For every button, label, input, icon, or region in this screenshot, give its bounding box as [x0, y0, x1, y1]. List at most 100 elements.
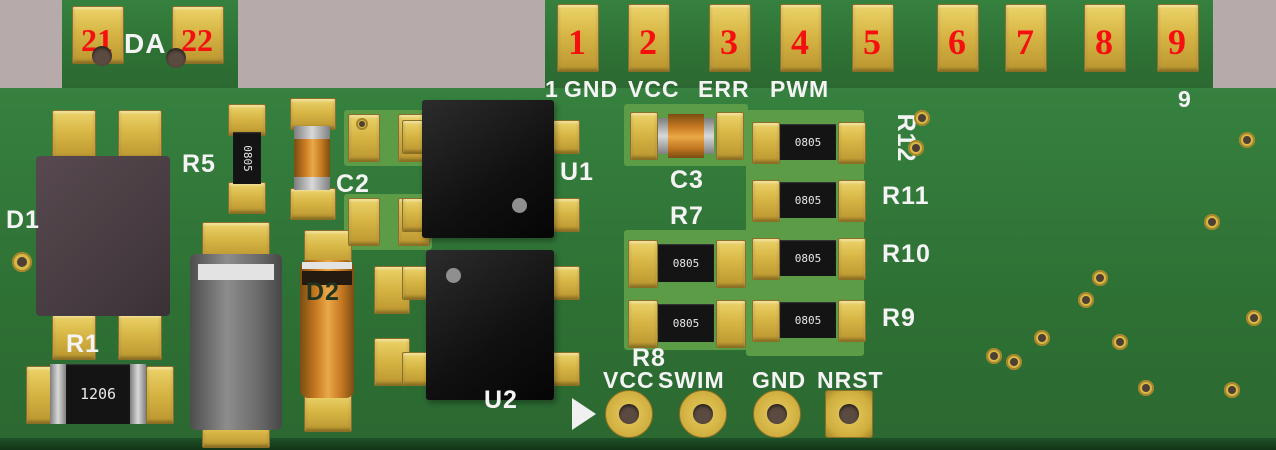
- via: [1224, 382, 1240, 398]
- ic-u1-body: [422, 100, 554, 238]
- ref-r9: R9: [882, 304, 916, 332]
- diode-d1-body: [36, 156, 170, 316]
- c2-pad: [290, 98, 336, 130]
- pad-2-number: 2: [639, 22, 657, 62]
- u2-pin1-dot: [446, 268, 461, 283]
- via: [1204, 214, 1220, 230]
- swim-label-vcc: VCC: [603, 367, 655, 393]
- d1-pad: [118, 110, 162, 160]
- r10-pad: [838, 238, 866, 280]
- swim-label-nrst: NRST: [817, 367, 884, 393]
- via: [1246, 310, 1262, 326]
- drill-hole: [166, 48, 186, 68]
- pad-5: [852, 4, 894, 72]
- resistor-r11-body: 0805: [780, 182, 836, 218]
- silk-pin9: 9: [1178, 86, 1192, 112]
- via: [1138, 380, 1154, 396]
- via: [908, 140, 924, 156]
- pad-9: [1157, 4, 1199, 72]
- drill-hole: [767, 404, 787, 424]
- via: [1092, 270, 1108, 286]
- r8-pad: [716, 300, 746, 348]
- resistor-r9-body: 0805: [780, 302, 836, 338]
- via: [1006, 354, 1022, 370]
- d2-stripe: [302, 262, 352, 269]
- r8-pad: [628, 300, 658, 348]
- r1-pad: [26, 366, 54, 424]
- d2-pad: [304, 394, 352, 432]
- bare-pad: [348, 198, 380, 246]
- pad-7-number: 7: [1016, 22, 1034, 62]
- swim-label-swim: SWIM: [658, 367, 725, 393]
- r1-pad: [146, 366, 174, 424]
- board-bottom-edge: [0, 438, 1276, 450]
- drill-hole: [92, 46, 112, 66]
- resistor-r1-body: 1206: [66, 364, 130, 424]
- via: [1112, 334, 1128, 350]
- pad-1: [557, 4, 599, 72]
- drill-hole: [839, 404, 859, 424]
- pad-6: [937, 4, 979, 72]
- via: [986, 348, 1002, 364]
- r12-marking: 0805: [794, 135, 822, 149]
- r8-marking: 0805: [672, 316, 700, 330]
- ref-r8: R8: [632, 344, 666, 372]
- pad-5-number: 5: [863, 22, 881, 62]
- r9-pad: [838, 300, 866, 342]
- r12-pad: [752, 122, 780, 164]
- drill-hole: [619, 404, 639, 424]
- resistor-r7-body: 0805: [658, 244, 714, 282]
- pad-4: [780, 4, 822, 72]
- silk-err: ERR: [698, 76, 750, 102]
- pad-7: [1005, 4, 1047, 72]
- silk-gnd: GND: [564, 76, 619, 102]
- u1-pad: [550, 198, 580, 232]
- r11-marking: 0805: [794, 193, 822, 207]
- pad-6-number: 6: [948, 22, 966, 62]
- c2-pad: [290, 188, 336, 220]
- swim-pad-vcc: [605, 390, 653, 438]
- c3-pad: [716, 112, 744, 160]
- ref-u1: U1: [560, 158, 594, 186]
- tab-label: DA: [124, 28, 167, 59]
- r11-pad: [838, 180, 866, 222]
- via: [12, 252, 32, 272]
- pad-22-number: 22: [181, 21, 213, 58]
- pad-3-number: 3: [720, 22, 738, 62]
- r10-pad: [752, 238, 780, 280]
- ref-r5: R5: [182, 150, 216, 178]
- ref-c3: C3: [670, 166, 704, 194]
- r9-pad: [752, 300, 780, 342]
- d1-pad: [52, 110, 96, 160]
- r1-endcap: [130, 364, 146, 424]
- r7-pad: [716, 240, 746, 288]
- r1-marking: 1206: [79, 385, 117, 403]
- silk-pwm: PWM: [770, 76, 830, 102]
- r10-marking: 0805: [794, 251, 822, 265]
- r7-pad: [628, 240, 658, 288]
- d2-band: [302, 271, 352, 285]
- c3-pad: [630, 112, 658, 160]
- via: [1034, 330, 1050, 346]
- d1-pad: [118, 314, 162, 360]
- swim-pad-gnd: [753, 390, 801, 438]
- u2-pad: [550, 266, 580, 300]
- capacitor-gray-stripe: [198, 264, 274, 280]
- swim-label-gnd: GND: [752, 367, 807, 393]
- ref-r7: R7: [670, 202, 704, 230]
- c3-endcap: [702, 118, 714, 154]
- r1-endcap: [50, 364, 66, 424]
- via: [914, 110, 930, 126]
- pad-1-number: 1: [568, 22, 586, 62]
- ref-r10: R10: [882, 240, 931, 268]
- capacitor-c2-body: [294, 139, 330, 177]
- graycap-pad: [202, 222, 270, 260]
- pad-3: [709, 4, 751, 72]
- c2-endcap: [294, 177, 330, 190]
- ref-r1: R1: [66, 330, 100, 358]
- r7-marking: 0805: [672, 256, 700, 270]
- pad-8-number: 8: [1095, 22, 1113, 62]
- pad-2: [628, 4, 670, 72]
- via: [356, 118, 368, 130]
- pad-9-number: 9: [1168, 22, 1186, 62]
